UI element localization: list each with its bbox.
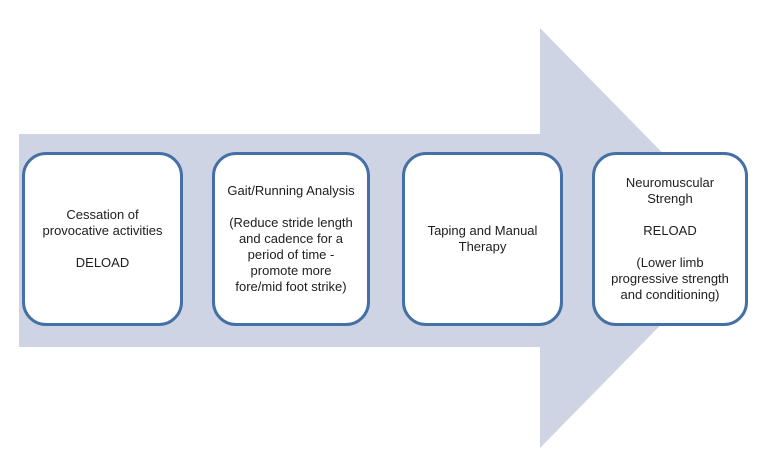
step-gait-running-analysis-text: Gait/Running Analysis (Reduce stride len… xyxy=(227,183,355,294)
step-box-cessation-deload: Cessation of provocative activities DELO… xyxy=(22,152,183,326)
step-taping-manual-therapy-text: Taping and Manual Therapy xyxy=(427,223,538,254)
step-box-gait-running-analysis: Gait/Running Analysis (Reduce stride len… xyxy=(212,152,370,326)
right-arrow-shape xyxy=(19,28,746,448)
step-box-neuromuscular-strength-reload: Neuromuscular Strengh RELOAD (Lower limb… xyxy=(592,152,748,326)
step-box-taping-manual-therapy: Taping and Manual Therapy xyxy=(402,152,563,326)
step-neuromuscular-strength-reload-text: Neuromuscular Strengh RELOAD (Lower limb… xyxy=(611,175,729,302)
step-cessation-deload-text: Cessation of provocative activities DELO… xyxy=(42,207,163,270)
